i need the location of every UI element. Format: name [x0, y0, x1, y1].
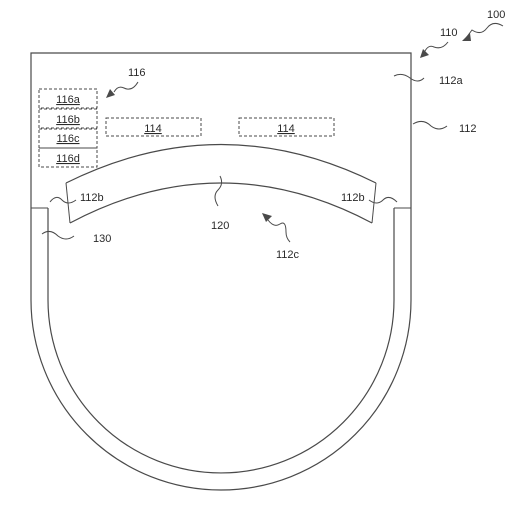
label-116: 116 — [128, 67, 146, 79]
box-114-right — [238, 117, 335, 137]
band-inner-arc — [69, 182, 373, 224]
leader-112b-right — [368, 196, 398, 204]
leader-112 — [412, 120, 448, 130]
box-116c — [38, 128, 98, 149]
component-stack-116: 116a 116b 116c 116d — [38, 88, 98, 168]
label-112c: 112c — [276, 249, 300, 261]
band-outer-arc — [65, 144, 377, 184]
box-114-left — [105, 117, 202, 137]
label-116a: 116a — [56, 94, 81, 106]
label-112b-left: 112b — [80, 192, 104, 204]
label-114-left: 114 — [144, 123, 162, 135]
arrowhead-100 — [462, 33, 471, 41]
leader-100 — [465, 22, 504, 39]
box-116a — [38, 88, 98, 109]
label-130: 130 — [93, 233, 111, 245]
label-100: 100 — [487, 9, 505, 21]
label-116d: 116d — [56, 153, 80, 165]
label-112a: 112a — [439, 75, 464, 87]
box-116b — [38, 108, 98, 129]
label-112: 112 — [459, 123, 477, 135]
label-120: 120 — [211, 220, 229, 232]
box-116d — [38, 147, 98, 168]
leader-112c — [267, 219, 291, 243]
leader-110 — [423, 41, 449, 54]
leader-130 — [41, 230, 75, 240]
leader-116 — [113, 81, 139, 93]
label-110: 110 — [440, 27, 458, 39]
arrowhead-116 — [106, 89, 115, 98]
leader-112b-left — [49, 196, 77, 204]
label-116b: 116b — [56, 114, 80, 126]
label-114-right: 114 — [277, 123, 295, 135]
leader-120 — [214, 175, 223, 207]
label-112b-right: 112b — [341, 192, 365, 204]
leader-112a — [393, 73, 425, 82]
arrowhead-112c — [262, 213, 272, 222]
label-116c: 116c — [56, 133, 80, 145]
cup-inner-outline — [47, 208, 395, 474]
arrowhead-110 — [420, 49, 429, 58]
housing-outline — [30, 52, 412, 491]
